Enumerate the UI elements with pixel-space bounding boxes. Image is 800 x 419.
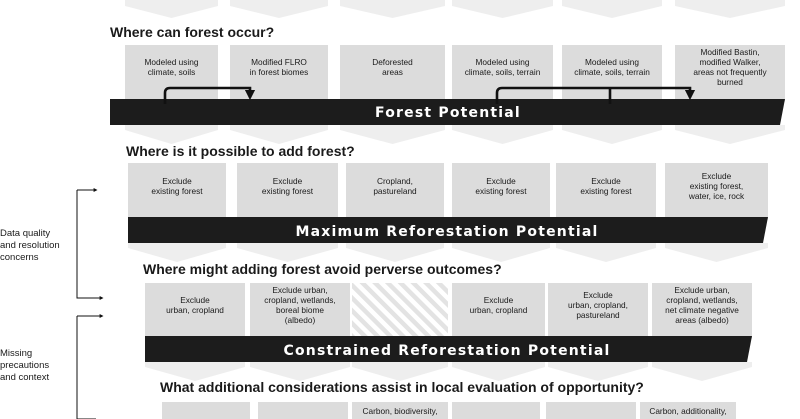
bar-max-reforestation: [128, 217, 768, 243]
cell-label-forest-potential-6: burned: [717, 77, 743, 87]
cell-label-constrained-6: areas (albedo): [675, 315, 729, 325]
side-bracket-lines: [76, 188, 104, 419]
bar-title-constrained-reforestation: Constrained Reforestation Potential: [284, 343, 611, 359]
cell-label-constrained-5: Exclude: [583, 290, 613, 300]
row-max-reforestation-cells: [128, 163, 768, 232]
question-avoid-perverse-outcomes: Where might adding forest avoid perverse…: [143, 261, 502, 277]
cell-modified-bastin: [675, 45, 785, 114]
flow-arrows-row1: [163, 86, 696, 104]
cell-exclude-urban-cropland-2: [452, 283, 545, 351]
ghost-chevrons-row2: [128, 243, 768, 262]
cell-label-forest-potential-6: areas not frequently: [693, 67, 767, 77]
cell-label-constrained-4: urban, cropland: [470, 305, 528, 315]
question-possible-add-forest: Where is it possible to add forest?: [126, 143, 355, 159]
bar-title-forest-potential: Forest Potential: [375, 105, 521, 121]
cell-label-forest-potential-4: climate, soils, terrain: [465, 67, 541, 77]
cell-label-constrained-1: Exclude: [180, 295, 210, 305]
cell-label-max-reforestation-3: Cropland,: [377, 176, 413, 186]
cell-exclude-water-ice-rock: [665, 163, 768, 232]
cell-label-constrained-2: (albedo): [285, 315, 316, 325]
cell-exclude-forest-2: [237, 163, 338, 232]
cell-label-additional-3: Carbon, biodiversity,: [362, 406, 437, 416]
side-label-missing-precautions: Missing precautions and context: [0, 348, 52, 383]
cell-label-max-reforestation-6: existing forest,: [690, 181, 744, 191]
ghost-chevrons-row1: [125, 125, 785, 144]
cell-label-max-reforestation-4: existing forest: [475, 186, 527, 196]
cell-label-constrained-6: Exclude urban,: [674, 285, 729, 295]
cell-label-forest-potential-1: Modeled using: [145, 57, 199, 67]
cell-modeled-climate-soils: [125, 45, 218, 114]
row-constrained-cells: [145, 283, 752, 351]
bar-forest-potential: [110, 99, 785, 125]
cell-label-max-reforestation-1: Exclude: [162, 176, 192, 186]
cell-label-max-reforestation-2: Exclude: [273, 176, 303, 186]
question-additional-considerations: What additional considerations assist in…: [160, 379, 644, 395]
question-forest-occur: Where can forest occur?: [110, 24, 274, 40]
bar-constrained-reforestation: [145, 336, 752, 362]
cell-label-max-reforestation-3: pastureland: [373, 186, 417, 196]
ghost-chevrons-row3: [145, 362, 752, 381]
cell-label-constrained-1: urban, cropland: [166, 305, 224, 315]
cell-exclude-boreal-albedo: [250, 283, 350, 351]
cell-exclude-forest-4: [556, 163, 656, 232]
cell-carbon-biodiversity: [352, 402, 448, 419]
cell-modeled-terrain-a: [452, 45, 553, 114]
cell-label-max-reforestation-2: existing forest: [262, 186, 314, 196]
cell-label-forest-potential-1: climate, soils: [148, 67, 196, 77]
cell-label-max-reforestation-6: Exclude: [702, 171, 732, 181]
cell-exclude-urban-cropland-pasture: [548, 283, 648, 351]
cell-hatched-empty: [352, 283, 448, 351]
cell-label-forest-potential-4: Modeled using: [476, 57, 530, 67]
cell-label-forest-potential-3: areas: [382, 67, 403, 77]
cell-label-additional-6: Carbon, additionality,: [649, 406, 726, 416]
cell-exclude-urban-cropland-1: [145, 283, 245, 351]
cell-label-forest-potential-5: climate, soils, terrain: [574, 67, 650, 77]
cell-deforested-areas: [340, 45, 445, 114]
cell-label-max-reforestation-1: existing forest: [151, 186, 203, 196]
row-forest-potential-cells: [125, 45, 785, 114]
row-additional-cells: [162, 402, 736, 419]
ghost-top-row: [125, 0, 785, 18]
side-label-data-quality: Data quality and resolution concerns: [0, 228, 62, 263]
cell-label-forest-potential-5: Modeled using: [585, 57, 639, 67]
cell-label-constrained-6: cropland, wetlands,: [666, 295, 738, 305]
cell-label-forest-potential-6: modified Walker,: [699, 57, 760, 67]
cell-label-max-reforestation-5: Exclude: [591, 176, 621, 186]
cell-label-constrained-6: net climate negative: [665, 305, 739, 315]
cell-label-max-reforestation-4: Exclude: [486, 176, 516, 186]
cell-label-constrained-5: urban, cropland,: [568, 300, 628, 310]
cell-label-constrained-2: Exclude urban,: [272, 285, 327, 295]
cell-exclude-net-climate-negative: [652, 283, 752, 351]
cell-label-forest-potential-6: Modified Bastin,: [700, 47, 759, 57]
cell-exclude-forest-1: [128, 163, 226, 232]
cell-label-constrained-2: boreal biome: [276, 305, 324, 315]
cell-label-constrained-4: Exclude: [484, 295, 514, 305]
cell-label-forest-potential-2: in forest biomes: [250, 67, 309, 77]
bar-title-max-reforestation: Maximum Reforestation Potential: [295, 224, 598, 240]
cell-label-max-reforestation-6: water, ice, rock: [688, 191, 745, 201]
cell-label-constrained-5: pastureland: [576, 310, 620, 320]
cell-carbon-additionality: [640, 402, 736, 419]
cell-exclude-forest-3: [452, 163, 550, 232]
cell-label-constrained-2: cropland, wetlands,: [264, 295, 336, 305]
cell-modeled-terrain-b: [562, 45, 662, 114]
cell-label-forest-potential-2: Modified FLRO: [251, 57, 307, 67]
cell-label-max-reforestation-5: existing forest: [580, 186, 632, 196]
cell-label-forest-potential-3: Deforested: [372, 57, 413, 67]
cell-cropland-pastureland: [346, 163, 444, 232]
